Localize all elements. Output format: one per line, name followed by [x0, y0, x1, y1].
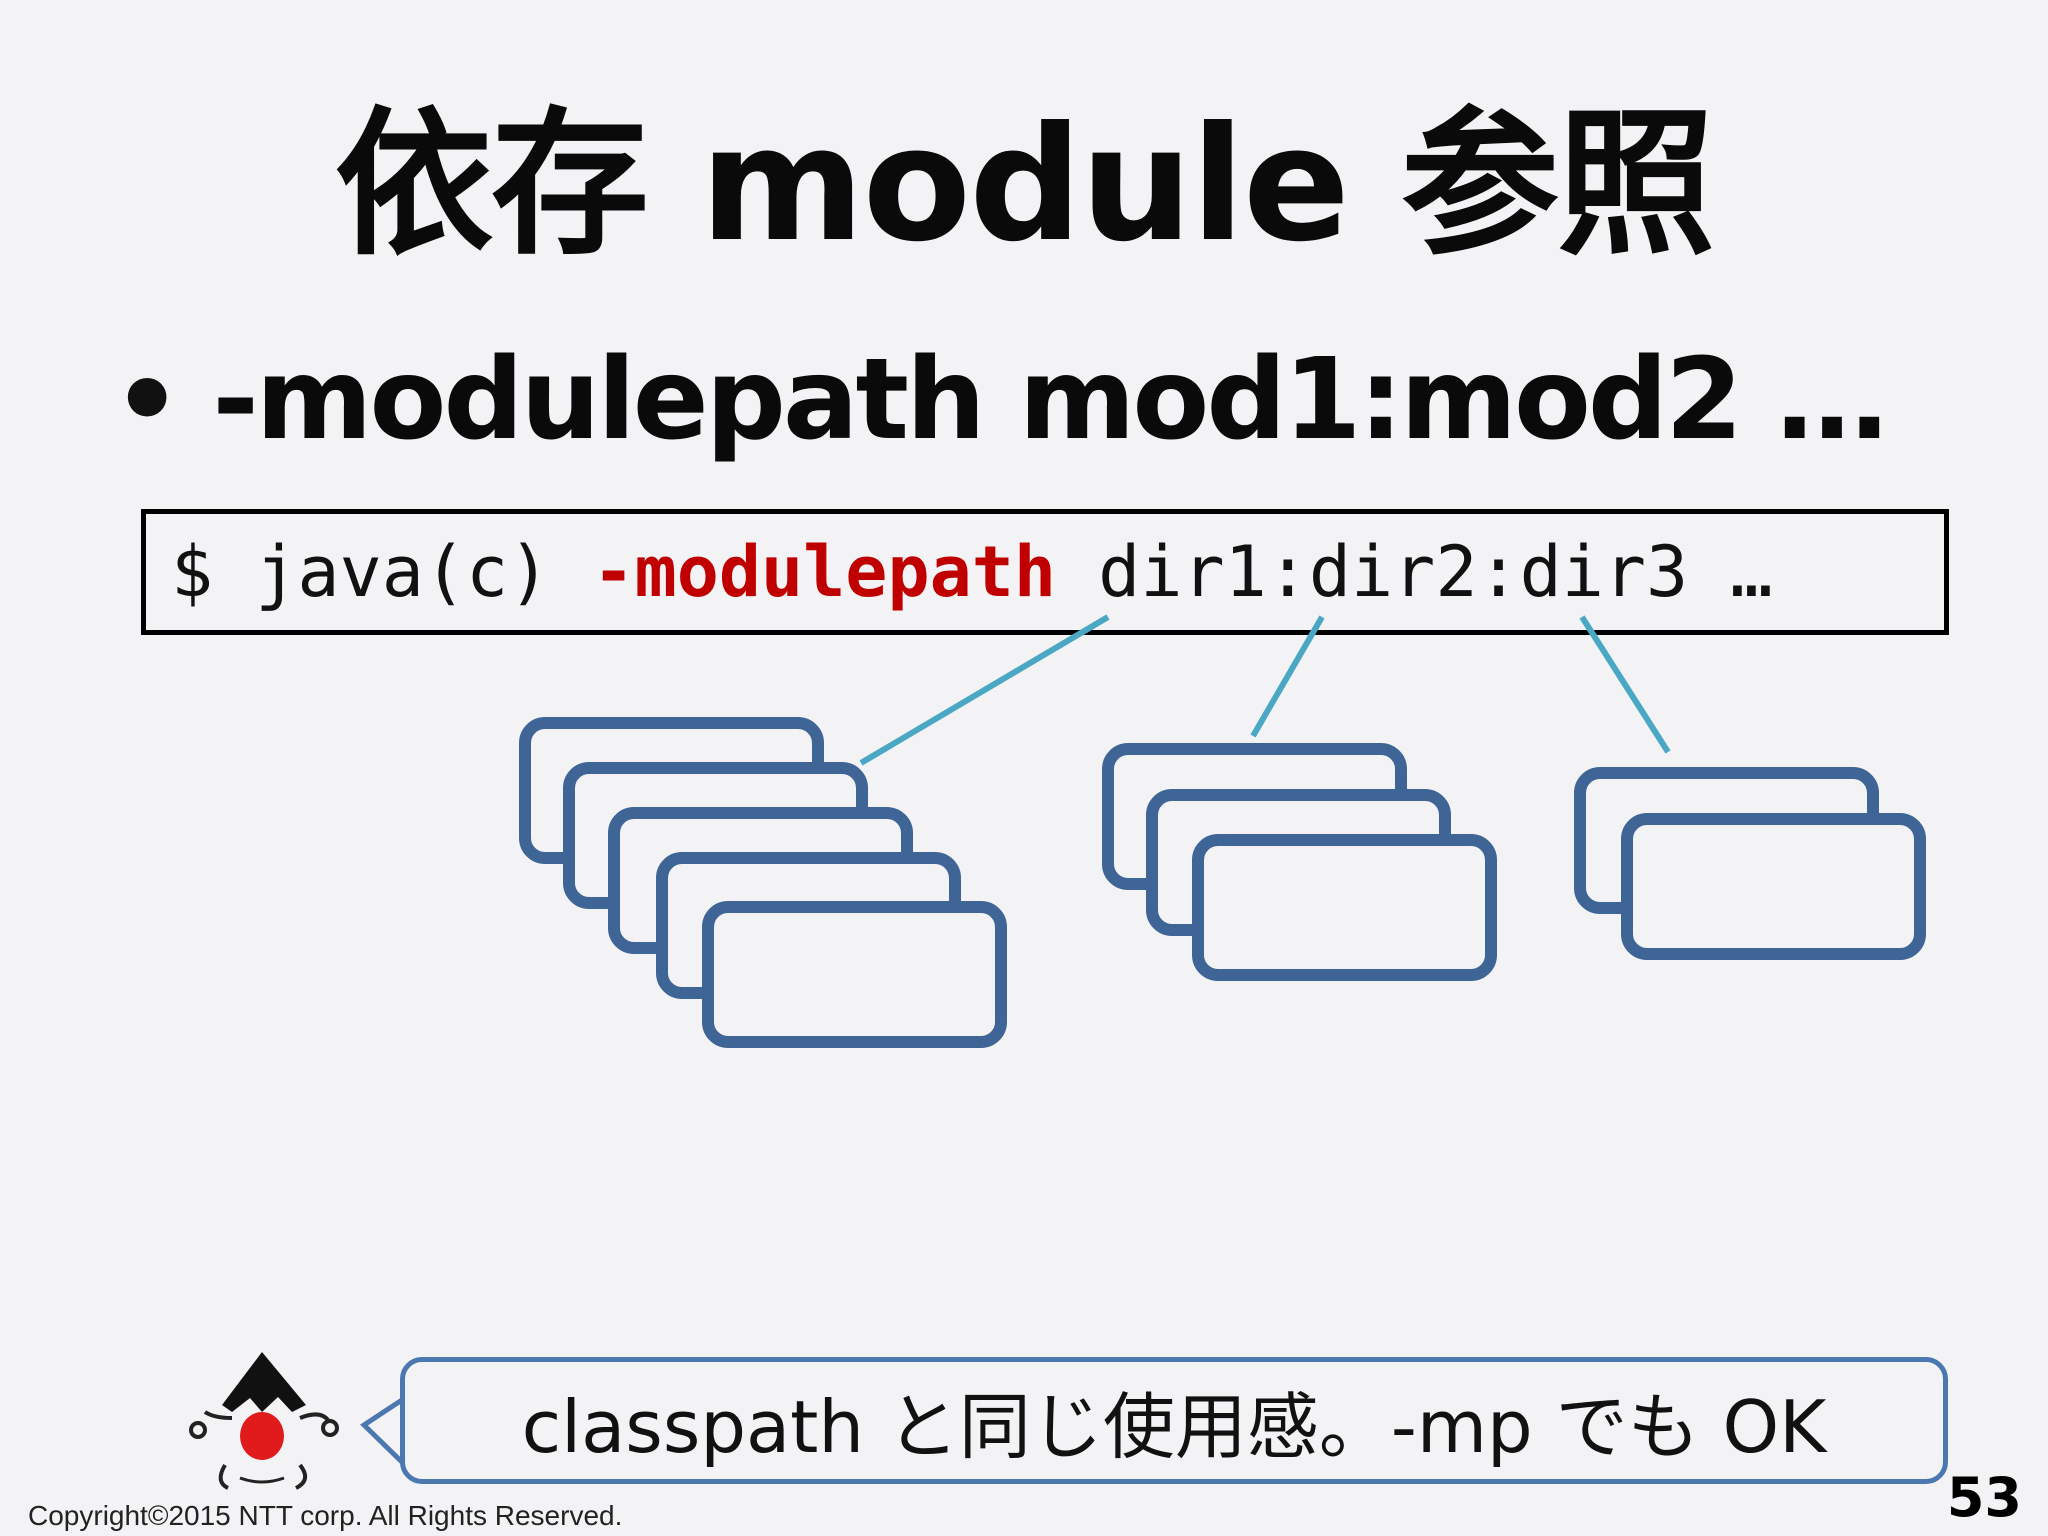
module-box — [702, 901, 1007, 1048]
module-group-dir2 — [1102, 743, 1497, 981]
command-flag: -modulepath — [592, 531, 1057, 613]
connector-line-dir2 — [1250, 615, 1325, 738]
command-box: $ java(c) -modulepath dir1:dir2:dir3 … — [141, 509, 1949, 635]
bullet-marker: • — [112, 336, 183, 464]
bullet-text: -modulepath mod1:mod2 … — [212, 335, 1888, 465]
bullet-item: • -modulepath mod1:mod2 … — [112, 330, 1888, 470]
slide-title: 依存 module 参照 — [334, 93, 1715, 277]
module-box — [1621, 813, 1926, 960]
command-args: dir1:dir2:dir3 … — [1056, 531, 1773, 613]
connector-lines — [859, 614, 1671, 766]
connector-line-dir1 — [859, 614, 1110, 766]
page-number: 53 — [1946, 1466, 2022, 1529]
connector-line-dir3 — [1579, 615, 1671, 754]
callout-bubble: classpath と同じ使用感。-mp でも OK — [400, 1357, 1948, 1484]
copyright-text: Copyright©2015 NTT corp. All Rights Rese… — [28, 1500, 623, 1531]
duke-onigiri-mascot-icon — [189, 1352, 339, 1490]
module-group-dir1 — [519, 717, 1007, 1048]
callout-tail — [360, 1395, 407, 1467]
command-prefix: $ java(c) — [171, 531, 593, 613]
module-group-dir3 — [1574, 767, 1926, 960]
module-box — [1192, 834, 1497, 981]
callout-text: classpath と同じ使用感。-mp でも OK — [521, 1385, 1827, 1469]
command-line: $ java(c) -modulepath dir1:dir2:dir3 … — [171, 532, 1772, 612]
